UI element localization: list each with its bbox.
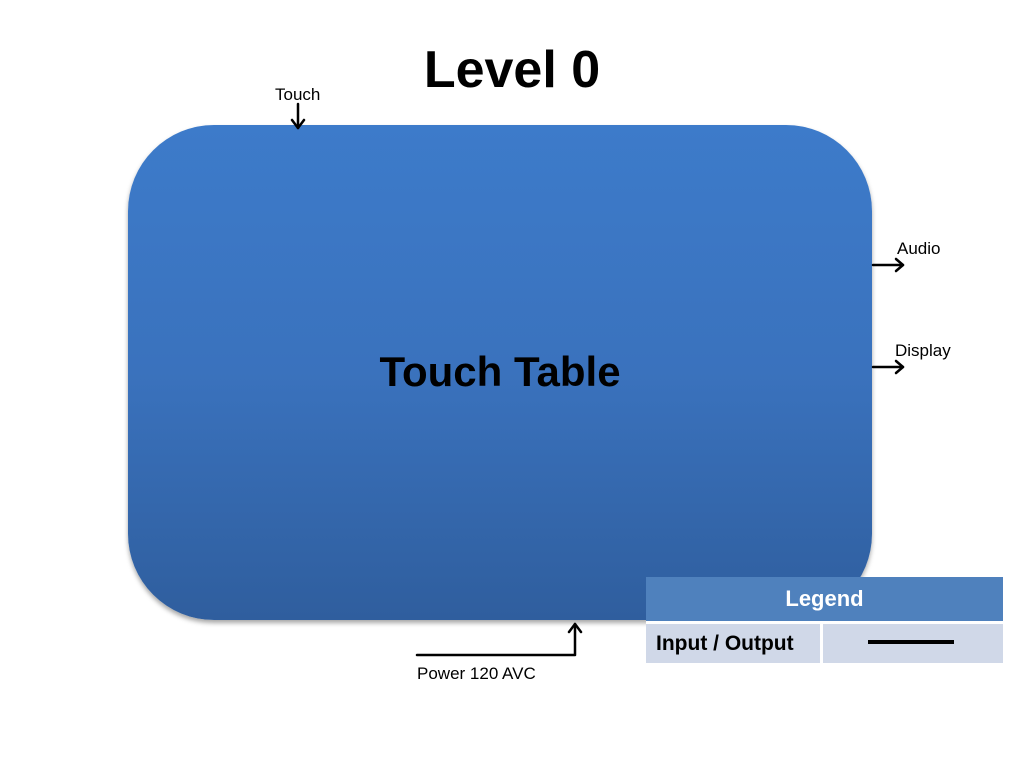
power-input-arrow bbox=[415, 622, 583, 657]
touch-input-arrow bbox=[290, 102, 306, 130]
touch-table-process-box bbox=[128, 125, 872, 620]
power-input-label: Power 120 AVC bbox=[417, 664, 536, 683]
legend-row-input-output: Input / Output bbox=[646, 624, 1003, 663]
audio-output-arrow bbox=[871, 257, 905, 273]
audio-output-label: Audio bbox=[897, 239, 941, 258]
diagram-title: Level 0 bbox=[423, 41, 601, 99]
legend-header: Legend bbox=[646, 577, 1003, 624]
solid-line-icon bbox=[868, 640, 954, 644]
touch-input-label: Touch bbox=[275, 85, 321, 104]
touch-table-label: Touch Table bbox=[379, 348, 621, 395]
legend-entry-label: Input / Output bbox=[646, 624, 823, 663]
display-output-arrow bbox=[871, 359, 905, 375]
legend-entry-swatch bbox=[823, 624, 1003, 663]
display-output-label: Display bbox=[895, 341, 951, 360]
legend-table: Legend Input / Output bbox=[646, 577, 1003, 663]
